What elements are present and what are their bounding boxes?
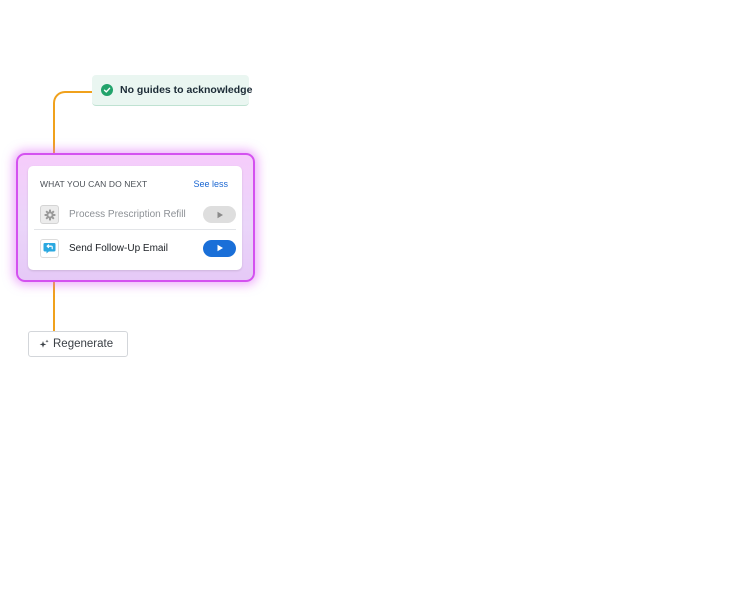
acknowledgement-text: No guides to acknowledge (120, 84, 253, 96)
connector-line-top (53, 91, 93, 155)
check-circle-icon (101, 84, 113, 96)
reply-email-icon (40, 238, 59, 258)
action-item-prescription-refill: Process Prescription Refill (34, 200, 236, 230)
next-actions-panel: WHAT YOU CAN DO NEXT See less (16, 153, 255, 282)
next-actions-card: WHAT YOU CAN DO NEXT See less (28, 166, 242, 270)
action-item-follow-up-email: Send Follow-Up Email (34, 233, 236, 263)
next-actions-header: WHAT YOU CAN DO NEXT See less (40, 177, 228, 191)
play-icon (217, 211, 223, 218)
action-item-label: Send Follow-Up Email (69, 242, 168, 254)
play-icon (217, 244, 223, 252)
action-item-label: Process Prescription Refill (69, 209, 186, 220)
sparkle-icon (39, 339, 49, 349)
play-button-prescription-refill[interactable] (203, 206, 236, 223)
play-button-follow-up-email[interactable] (203, 239, 236, 257)
connector-line-bottom (53, 281, 55, 331)
gear-icon (40, 205, 59, 224)
regenerate-button[interactable]: Regenerate (28, 331, 128, 357)
regenerate-label: Regenerate (53, 338, 114, 350)
next-actions-title: WHAT YOU CAN DO NEXT (40, 179, 148, 189)
acknowledgement-status: No guides to acknowledge (92, 75, 253, 106)
see-less-link[interactable]: See less (193, 179, 228, 189)
